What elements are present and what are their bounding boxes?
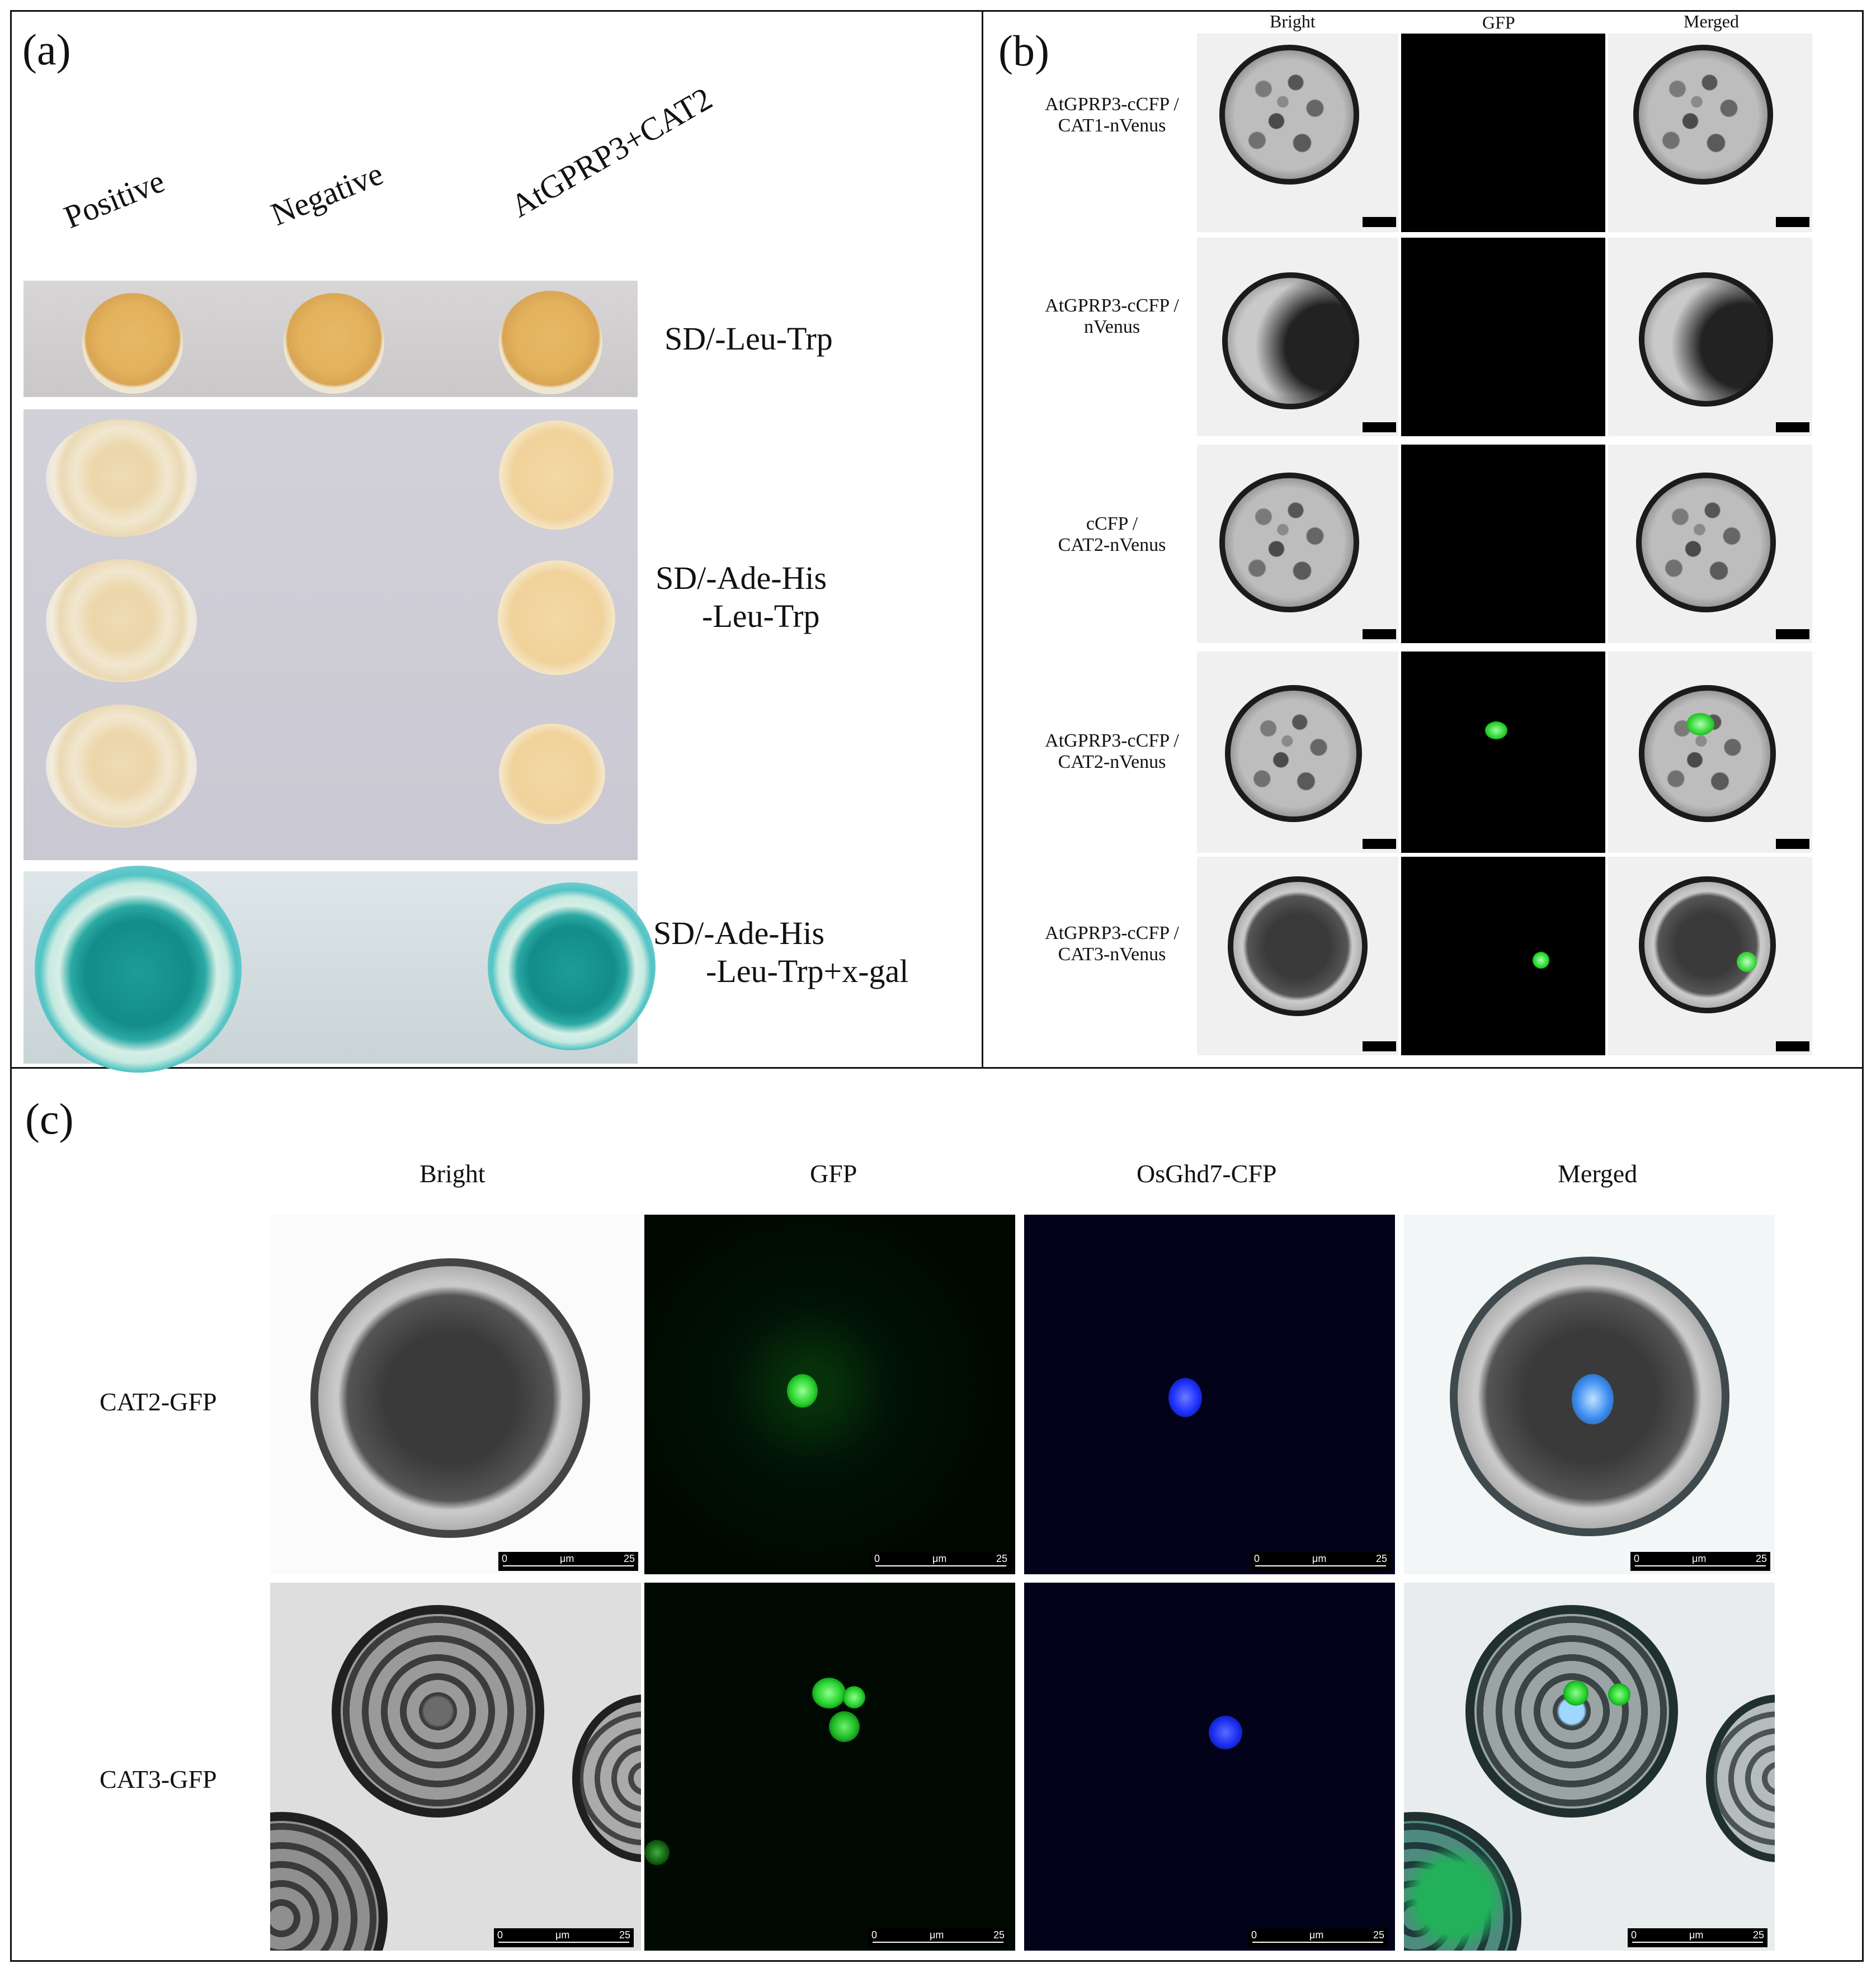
b-r3-merged — [1608, 445, 1812, 643]
column-header-bright: Bright — [1270, 11, 1316, 31]
colony-positive — [82, 293, 183, 394]
gfp-signal — [787, 1374, 818, 1408]
gfp-signal — [644, 1840, 670, 1865]
colony-positive-3 — [46, 705, 197, 828]
media-label-2-line2: -Leu-Trp — [702, 598, 820, 634]
media-label-2-line1: SD/-Ade-His — [656, 560, 827, 596]
b-r4-merged — [1608, 652, 1812, 853]
media-label-3-line1: SD/-Ade-His — [653, 915, 825, 951]
c-row-label-cat2: CAT2-GFP — [100, 1387, 217, 1416]
merged-signal — [1563, 1681, 1589, 1706]
panel-c-frame — [10, 1067, 1864, 1962]
merged-signal — [1686, 713, 1714, 735]
b-r2-bright — [1197, 238, 1398, 436]
b-r3-bright — [1197, 445, 1398, 643]
b-r4-bright — [1197, 652, 1398, 853]
row-label-3: cCFP /CAT2-nVenus — [1058, 513, 1166, 555]
gfp-signal — [1533, 952, 1549, 969]
plate-sd-ade-his-leu-trp — [20, 406, 641, 863]
media-label-1: SD/-Leu-Trp — [664, 320, 833, 357]
merged-signal — [1737, 952, 1757, 972]
colony-positive-blue — [35, 866, 242, 1073]
c-column-header-gfp: GFP — [810, 1159, 857, 1188]
colony-negative — [284, 293, 384, 394]
b-r3-gfp — [1401, 445, 1605, 643]
gfp-signal — [812, 1678, 846, 1708]
b-r4-gfp — [1401, 652, 1605, 853]
b-r2-merged — [1608, 238, 1812, 436]
gfp-signal — [1485, 721, 1507, 739]
c-row-label-cat3: CAT3-GFP — [100, 1765, 217, 1793]
row-label-4: AtGPRP3-cCFP /CAT2-nVenus — [1045, 730, 1179, 772]
panel-c-letter: (c) — [25, 1094, 74, 1143]
b-r5-gfp — [1401, 857, 1605, 1055]
row-label-2: AtGPRP3-cCFP /nVenus — [1045, 295, 1179, 337]
media-label-3-line2: -Leu-Trp+x-gal — [706, 953, 909, 989]
c-column-header-osghd7-cfp: OsGhd7-CFP — [1137, 1159, 1277, 1188]
b-r5-merged — [1608, 857, 1812, 1055]
panel-a-letter: (a) — [22, 25, 71, 74]
colony-interaction-2 — [498, 560, 615, 675]
row-label-5: AtGPRP3-cCFP /CAT3-nVenus — [1045, 923, 1179, 965]
merged-signal — [1608, 1683, 1630, 1706]
column-header-gfp: GFP — [1482, 12, 1515, 32]
plate-sd-leu-trp — [20, 277, 641, 400]
gfp-signal — [829, 1711, 860, 1742]
cfp-signal — [1168, 1378, 1202, 1417]
colony-positive-2 — [46, 559, 197, 682]
panel-b-letter: (b) — [998, 26, 1049, 75]
colony-atgprp3-cat2 — [499, 291, 602, 394]
colony-positive-1 — [46, 419, 197, 537]
merged-signal — [1572, 1374, 1614, 1424]
colony-interaction-blue — [488, 882, 656, 1050]
b-r1-bright — [1197, 34, 1398, 232]
b-r1-gfp — [1401, 34, 1605, 232]
row-label-1: AtGPRP3-cCFP /CAT1-nVenus — [1045, 94, 1179, 136]
gfp-signal — [843, 1686, 865, 1708]
b-r2-gfp — [1401, 238, 1605, 436]
colony-interaction-3 — [499, 724, 605, 824]
c-column-header-bright: Bright — [419, 1159, 486, 1188]
b-r5-bright — [1197, 857, 1398, 1055]
cfp-signal — [1209, 1716, 1242, 1749]
colony-interaction-1 — [499, 421, 614, 530]
plate-x-gal — [20, 866, 656, 1073]
c-column-header-merged: Merged — [1558, 1159, 1638, 1188]
b-r1-merged — [1608, 34, 1812, 232]
column-header-merged: Merged — [1684, 11, 1739, 31]
